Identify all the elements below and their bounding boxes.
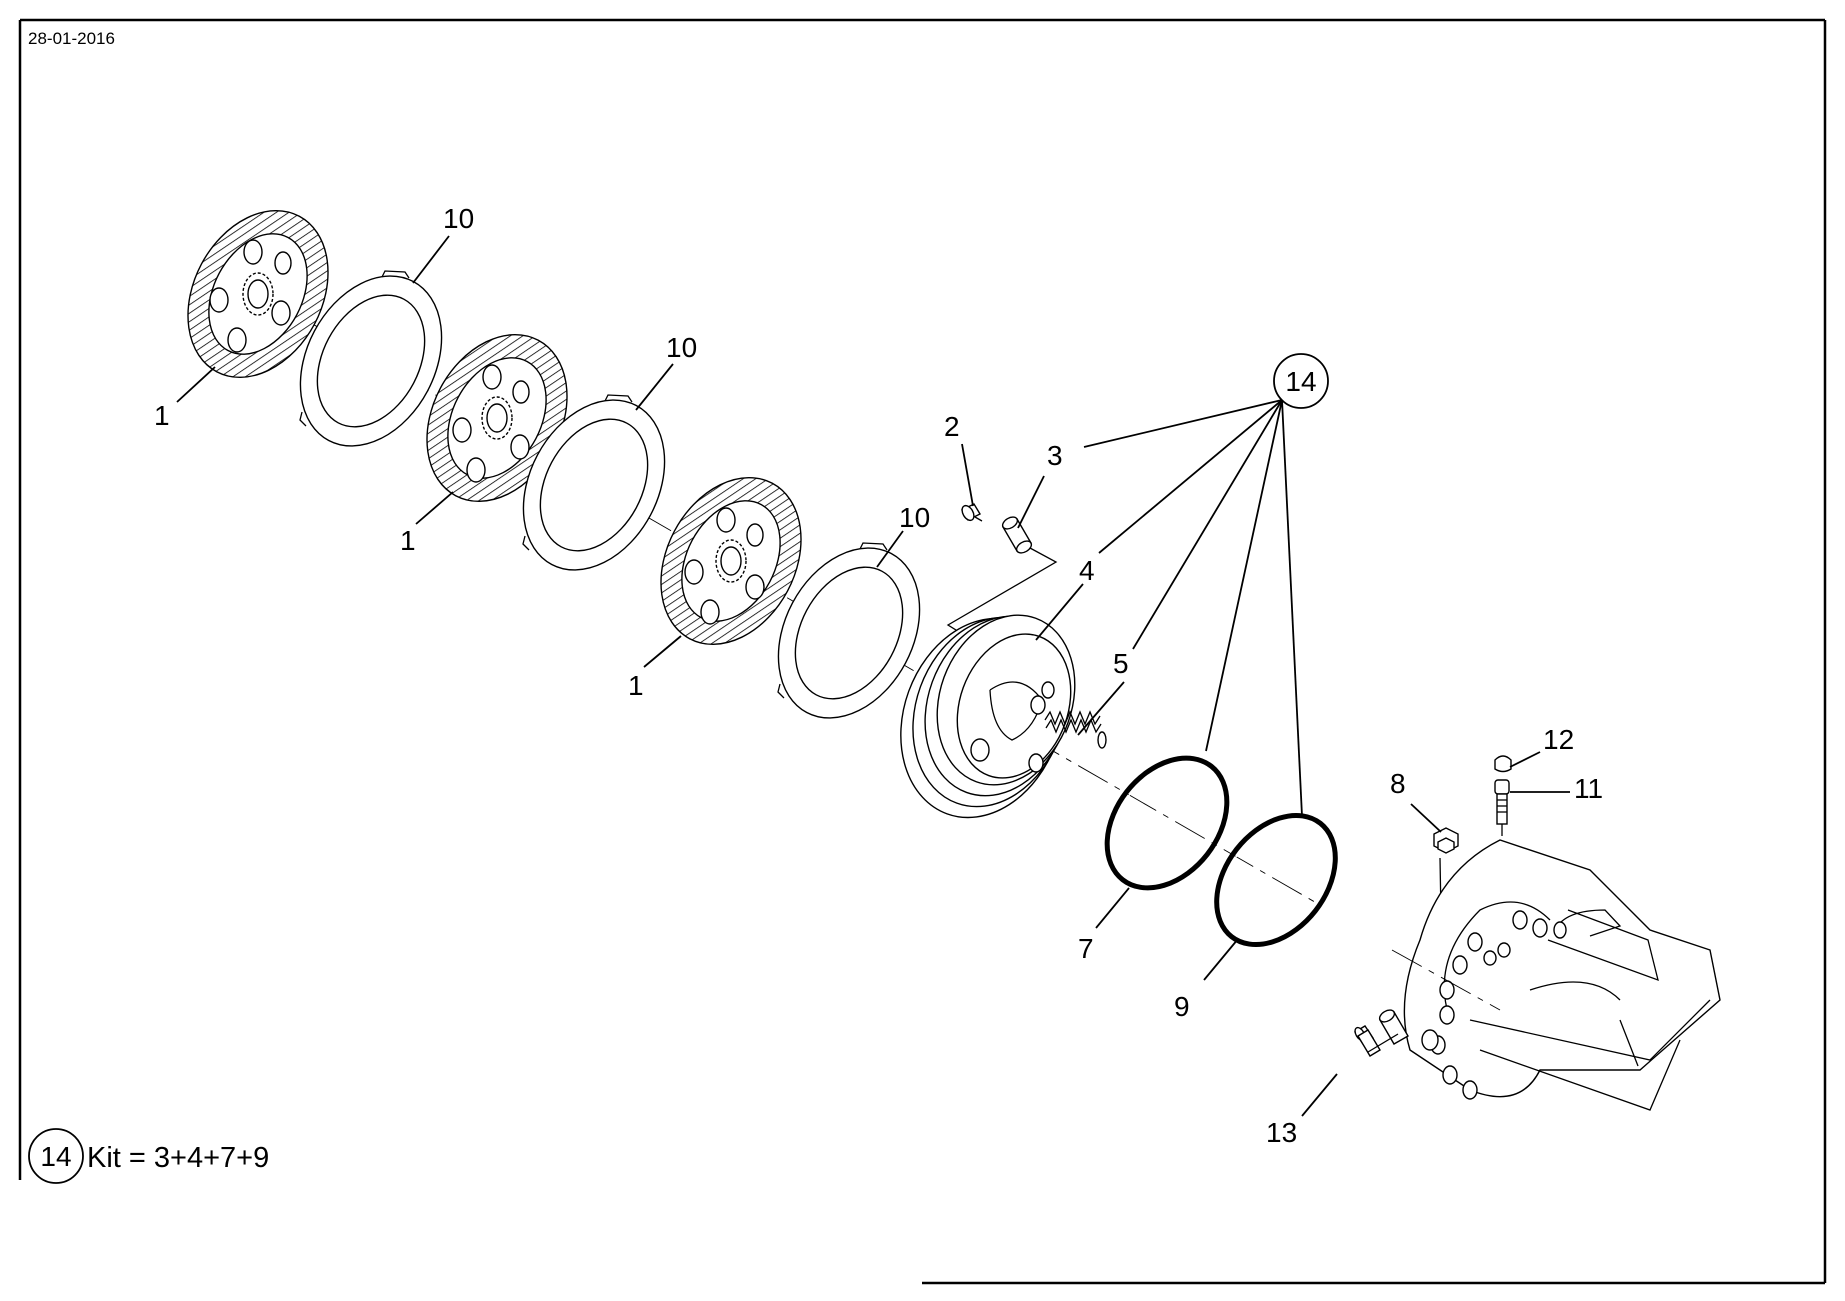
cap [1494, 755, 1512, 773]
piston [900, 614, 1076, 819]
drawing-frame [18, 18, 1827, 1285]
callout-bushing: 3 [1047, 440, 1063, 471]
callout-bleed-valve: 11 [1574, 773, 1603, 804]
bleed-valve [1494, 779, 1510, 836]
callout-cap: 12 [1543, 724, 1574, 755]
steel-disc-b [522, 394, 666, 571]
friction-disc-b [426, 333, 568, 503]
spring [1044, 710, 1107, 749]
leader-lines [176, 235, 1570, 1117]
callout-friction-disc-b: 1 [400, 525, 416, 556]
friction-disc-c [660, 476, 802, 646]
kit-legend-number: 14 [40, 1141, 71, 1172]
steel-disc-c [777, 542, 921, 719]
callout-spring: 5 [1113, 648, 1129, 679]
kit-legend: 14 Kit = 3+4+7+9 [28, 1128, 269, 1184]
steel-disc-a [299, 270, 443, 447]
screw [961, 503, 983, 522]
callout-steel-disc-b: 10 [666, 332, 697, 363]
friction-disc-a [187, 209, 329, 379]
o-ring-outer [1214, 812, 1338, 948]
drawing-date: 28-01-2016 [28, 29, 115, 48]
callout-screw-bushing: 13 [1266, 1117, 1297, 1148]
callout-steel-disc-a: 10 [443, 203, 474, 234]
bushing [1001, 516, 1033, 554]
kit-balloon-number: 14 [1285, 366, 1316, 397]
callout-piston: 4 [1079, 555, 1095, 586]
screw-bushing [1354, 1009, 1409, 1057]
kit-legend-text: Kit = 3+4+7+9 [87, 1142, 269, 1174]
callout-screw: 2 [944, 411, 960, 442]
callout-plug: 8 [1390, 768, 1406, 799]
callout-steel-disc-c: 10 [899, 502, 930, 533]
callout-o-ring-inner: 7 [1078, 933, 1094, 964]
callout-friction-disc-a: 1 [154, 400, 170, 431]
callout-o-ring-outer: 9 [1174, 991, 1190, 1022]
kit-balloon: 14 [1273, 353, 1329, 409]
axle-housing [1391, 839, 1721, 1111]
o-ring-inner [1104, 755, 1230, 891]
callout-friction-disc-c: 1 [628, 670, 644, 701]
